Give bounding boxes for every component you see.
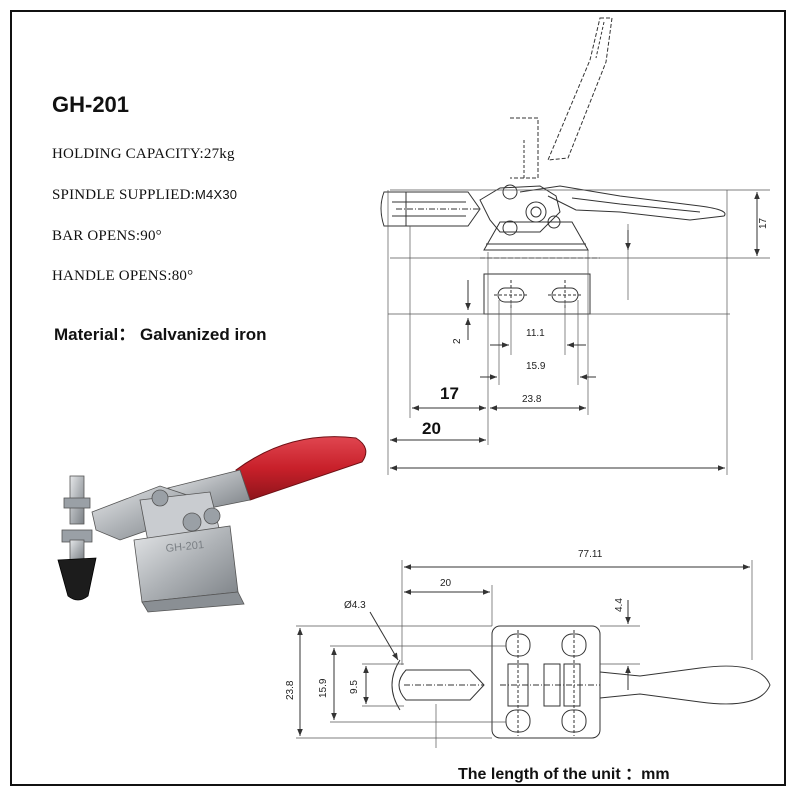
spec-label: SPINDLE SUPPLIED: bbox=[52, 187, 195, 203]
dim-reach-17: 17 bbox=[440, 384, 459, 403]
dim-edge-offset: 4.4 bbox=[614, 598, 625, 612]
dim-overall-length: 77.11 bbox=[578, 549, 603, 560]
spec-value: M4X30 bbox=[195, 187, 238, 202]
spec-handle-opens: HANDLE OPENS:80° bbox=[52, 268, 193, 285]
spec-label: HANDLE OPENS: bbox=[52, 268, 172, 284]
spec-holding-capacity: HOLDING CAPACITY:27kg bbox=[52, 146, 235, 163]
spec-value: 80° bbox=[171, 268, 194, 284]
product-photo: GH-201 bbox=[57, 436, 367, 613]
model-title: GH-201 bbox=[52, 92, 130, 117]
dim-slot-width: 9.5 bbox=[349, 680, 360, 694]
dim-height: 17 bbox=[758, 217, 769, 229]
dim-hole-spacing: 15.9 bbox=[318, 678, 329, 698]
unit-note: The length of the unit ：mm bbox=[458, 766, 670, 783]
spec-label: BAR OPENS: bbox=[52, 228, 141, 244]
material-label: Material： Galvanized iron bbox=[54, 325, 267, 344]
outer-frame bbox=[10, 10, 786, 786]
dim-base-width: 23.8 bbox=[285, 680, 296, 700]
dim-offset: 2 bbox=[452, 338, 463, 344]
side-view-drawing bbox=[380, 17, 770, 475]
spec-bar-opens: BAR OPENS:90° bbox=[52, 228, 162, 245]
spec-value: 90° bbox=[140, 228, 162, 244]
dim-reach: 20 bbox=[440, 578, 452, 589]
dim-hole-pitch: 11.1 bbox=[526, 328, 545, 339]
dim-base-length: 23.8 bbox=[522, 394, 542, 405]
dim-hole-diameter: Ø4.3 bbox=[344, 600, 366, 611]
spec-label: HOLDING CAPACITY: bbox=[52, 146, 204, 162]
dim-hole-span: 15.9 bbox=[526, 361, 546, 372]
spec-spindle: SPINDLE SUPPLIED:M4X30 bbox=[52, 187, 237, 204]
top-view-drawing bbox=[296, 560, 771, 748]
dim-reach-20: 20 bbox=[422, 419, 441, 438]
photo-marking: GH-201 bbox=[165, 539, 205, 555]
spec-value: 27kg bbox=[203, 146, 235, 162]
